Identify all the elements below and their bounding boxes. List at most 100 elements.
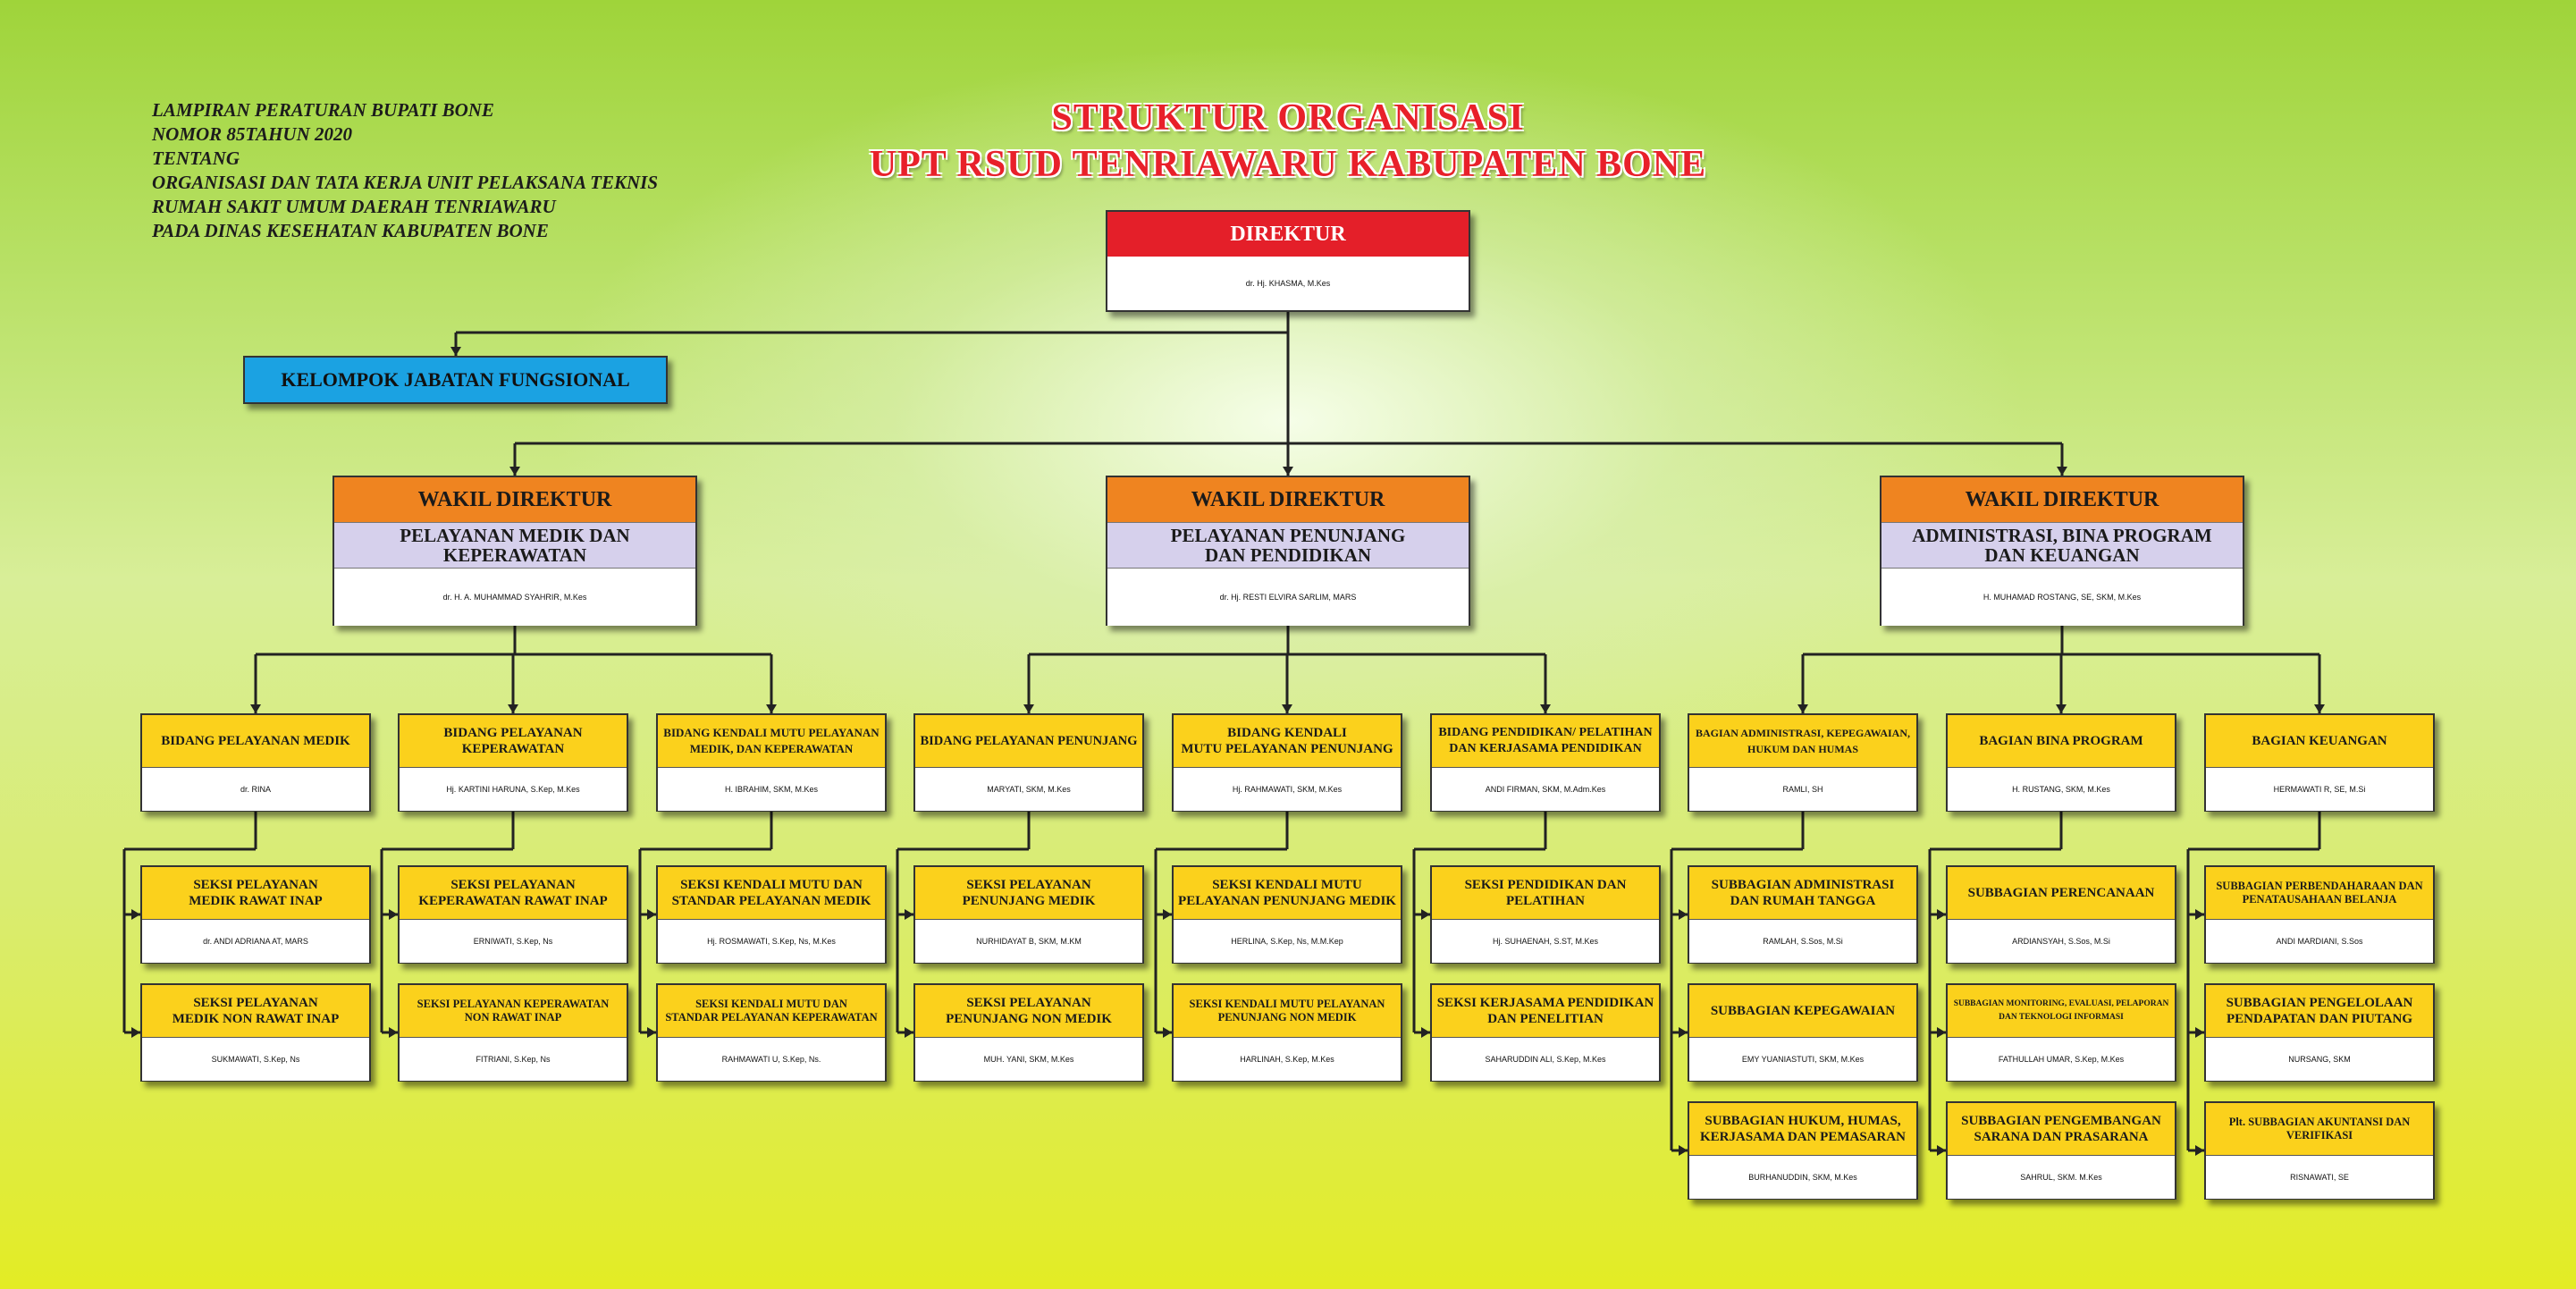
unit-title-line: BIDANG KENDALI MUTU PELAYANAN: [663, 726, 880, 739]
vice-director-field-line: ADMINISTRASI, BINA PROGRAM: [1912, 525, 2212, 546]
unit-title-line: HUKUM DAN HUMAS: [1747, 743, 1858, 755]
section-title-line: DAN RUMAH TANGGA: [1730, 894, 1876, 908]
unit-title: BAGIAN KEUANGAN: [2206, 715, 2433, 767]
unit-title-line: BAGIAN BINA PROGRAM: [1979, 734, 2143, 748]
unit-head-name: H. IBRAHIM, SKM, M.Kes: [658, 767, 885, 811]
vice-director-field-line: PELAYANAN PENUNJANG: [1170, 525, 1406, 546]
vice-director-field-line: DAN PENDIDIKAN: [1204, 544, 1372, 566]
section-head-name: Hj. ROSMAWATI, S.Kep, Ns, M.Kes: [658, 919, 885, 963]
unit-title-line: BIDANG PELAYANAN MEDIK: [161, 734, 350, 748]
section-head-name: ERNIWATI, S.Kep, Ns: [400, 919, 627, 963]
section-title: SUBBAGIAN PERENCANAAN: [1948, 867, 2175, 919]
note-line: LAMPIRAN PERATURAN BUPATI BONE: [152, 99, 494, 121]
section-title-line: SUBBAGIAN PENGEMBANGAN: [1961, 1114, 2161, 1128]
note-line: PADA DINAS KESEHATAN KABUPATEN BONE: [152, 220, 549, 241]
vice-director-title: WAKIL DIREKTUR: [1107, 477, 1469, 522]
section-title: SEKSI KENDALI MUTU PELAYANAN PENUNJANG ME…: [1174, 867, 1401, 919]
section-head-name: RAHMAWATI U, S.Kep, Ns.: [658, 1037, 885, 1081]
section-title-line: MEDIK RAWAT INAP: [189, 894, 323, 908]
section-head-name: SAHARUDDIN ALI, S.Kep, M.Kes: [1432, 1037, 1659, 1081]
section-title-line: SEKSI PELAYANAN: [193, 996, 318, 1010]
section-title-line: KERJASAMA DAN PEMASARAN: [1699, 1130, 1906, 1144]
section-title-line: SUBBAGIAN KEPEGAWAIAN: [1710, 1004, 1896, 1018]
note-line: RUMAH SAKIT UMUM DAERAH TENRIAWARU: [152, 196, 556, 217]
section-head-name: FATHULLAH UMAR, S.Kep, M.Kes: [1948, 1037, 2175, 1081]
section-title-line: SUBBAGIAN PENGELOLAAN: [2226, 996, 2413, 1010]
section-title-line: SEKSI KENDALI MUTU DAN: [695, 998, 847, 1010]
section-head-name: FITRIANI, S.Kep, Ns: [400, 1037, 627, 1081]
unit-title-line: BAGIAN ADMINISTRASI, KEPEGAWAIAN,: [1695, 727, 1911, 739]
section-title-line: SEKSI PELAYANAN: [193, 878, 318, 892]
section-box: SEKSI PELAYANAN MEDIK RAWAT INAP dr. ANDI …: [140, 865, 371, 964]
section-title-line: SEKSI KENDALI MUTU: [1212, 878, 1362, 892]
section-head-name: SUKMAWATI, S.Kep, Ns: [142, 1037, 369, 1081]
section-title: SEKSI KERJASAMA PENDIDIKAN DAN PENELITIAN: [1432, 985, 1659, 1037]
unit-head-name: Hj. KARTINI HARUNA, S.Kep, M.Kes: [400, 767, 627, 811]
functional-group-box: KELOMPOK JABATAN FUNGSIONAL: [243, 356, 668, 404]
note-line: ORGANISASI DAN TATA KERJA UNIT PELAKSANA…: [152, 172, 659, 193]
section-title-line: PELAYANAN PENUNJANG MEDIK: [1178, 894, 1396, 908]
vice-director-name: dr. Hj. RESTI ELVIRA SARLIM, MARS: [1107, 569, 1469, 626]
section-title-line: SEKSI PELAYANAN: [966, 878, 1091, 892]
section-title-line: SUBBAGIAN PERENCANAAN: [1967, 886, 2155, 900]
unit-title: BIDANG PELAYANAN MEDIK: [142, 715, 369, 767]
vice-director-field-line: KEPERAWATAN: [442, 544, 587, 566]
section-head-name: BURHANUDDIN, SKM, M.Kes: [1689, 1155, 1916, 1199]
section-title-line: SEKSI PELAYANAN: [966, 996, 1091, 1010]
unit-title-line: BIDANG PENDIDIKAN/ PELATIHAN: [1438, 726, 1653, 739]
section-box: SUBBAGIAN HUKUM, HUMAS, KERJASAMA DAN PEM…: [1688, 1101, 1918, 1200]
section-head-name: NURHIDAYAT B, SKM, M.KM: [915, 919, 1142, 963]
unit-head-name: Hj. RAHMAWATI, SKM, M.Kes: [1174, 767, 1401, 811]
vice-director-field-line: PELAYANAN MEDIK DAN: [400, 525, 630, 546]
section-head-name: HARLINAH, S.Kep, M.Kes: [1174, 1037, 1401, 1081]
unit-title-line: MEDIK, DAN KEPERAWATAN: [689, 742, 854, 755]
unit-title: BAGIAN BINA PROGRAM: [1948, 715, 2175, 767]
section-head-name: Hj. SUHAENAH, S.ST, M.Kes: [1432, 919, 1659, 963]
section-head-name: ANDI MARDIANI, S.Sos: [2206, 919, 2433, 963]
section-title-line: DAN TEKNOLOGI INFORMASI: [1999, 1013, 2124, 1022]
section-title-line: SUBBAGIAN HUKUM, HUMAS,: [1705, 1114, 1901, 1128]
section-head-name: dr. ANDI ADRIANA AT, MARS: [142, 919, 369, 963]
unit-box: BAGIAN BINA PROGRAM H. RUSTANG, SKM, M.Ke…: [1946, 713, 2176, 812]
section-title: SEKSI PELAYANAN MEDIK RAWAT INAP: [142, 867, 369, 919]
unit-head-name: HERMAWATI R, SE, M.Si: [2206, 767, 2433, 811]
vice-director-name: dr. H. A. MUHAMMAD SYAHRIR, M.Kes: [334, 569, 695, 626]
section-title: SUBBAGIAN MONITORING, EVALUASI, PELAPORA…: [1948, 985, 2175, 1037]
unit-head-name: H. RUSTANG, SKM, M.Kes: [1948, 767, 2175, 811]
section-title-line: Plt. SUBBAGIAN AKUNTANSI DAN: [2228, 1116, 2411, 1128]
note-line: NOMOR 85TAHUN 2020: [152, 123, 353, 145]
unit-box: BAGIAN ADMINISTRASI, KEPEGAWAIAN, HUKUM D…: [1688, 713, 1918, 812]
unit-title-line: KEPERAWATAN: [461, 742, 565, 756]
note-line: TENTANG: [152, 147, 240, 169]
unit-title-line: BAGIAN KEUANGAN: [2252, 734, 2387, 748]
section-head-name: HERLINA, S.Kep, Ns, M.M.Kep: [1174, 919, 1401, 963]
unit-title: BIDANG KENDALI MUTU PELAYANAN MEDIK, DAN …: [658, 715, 885, 767]
vice-director-name: H. MUHAMAD ROSTANG, SE, SKM, M.Kes: [1881, 569, 2243, 626]
section-title-line: DAN PENELITIAN: [1487, 1012, 1604, 1026]
section-title-line: SEKSI KERJASAMA PENDIDIKAN: [1436, 996, 1654, 1010]
